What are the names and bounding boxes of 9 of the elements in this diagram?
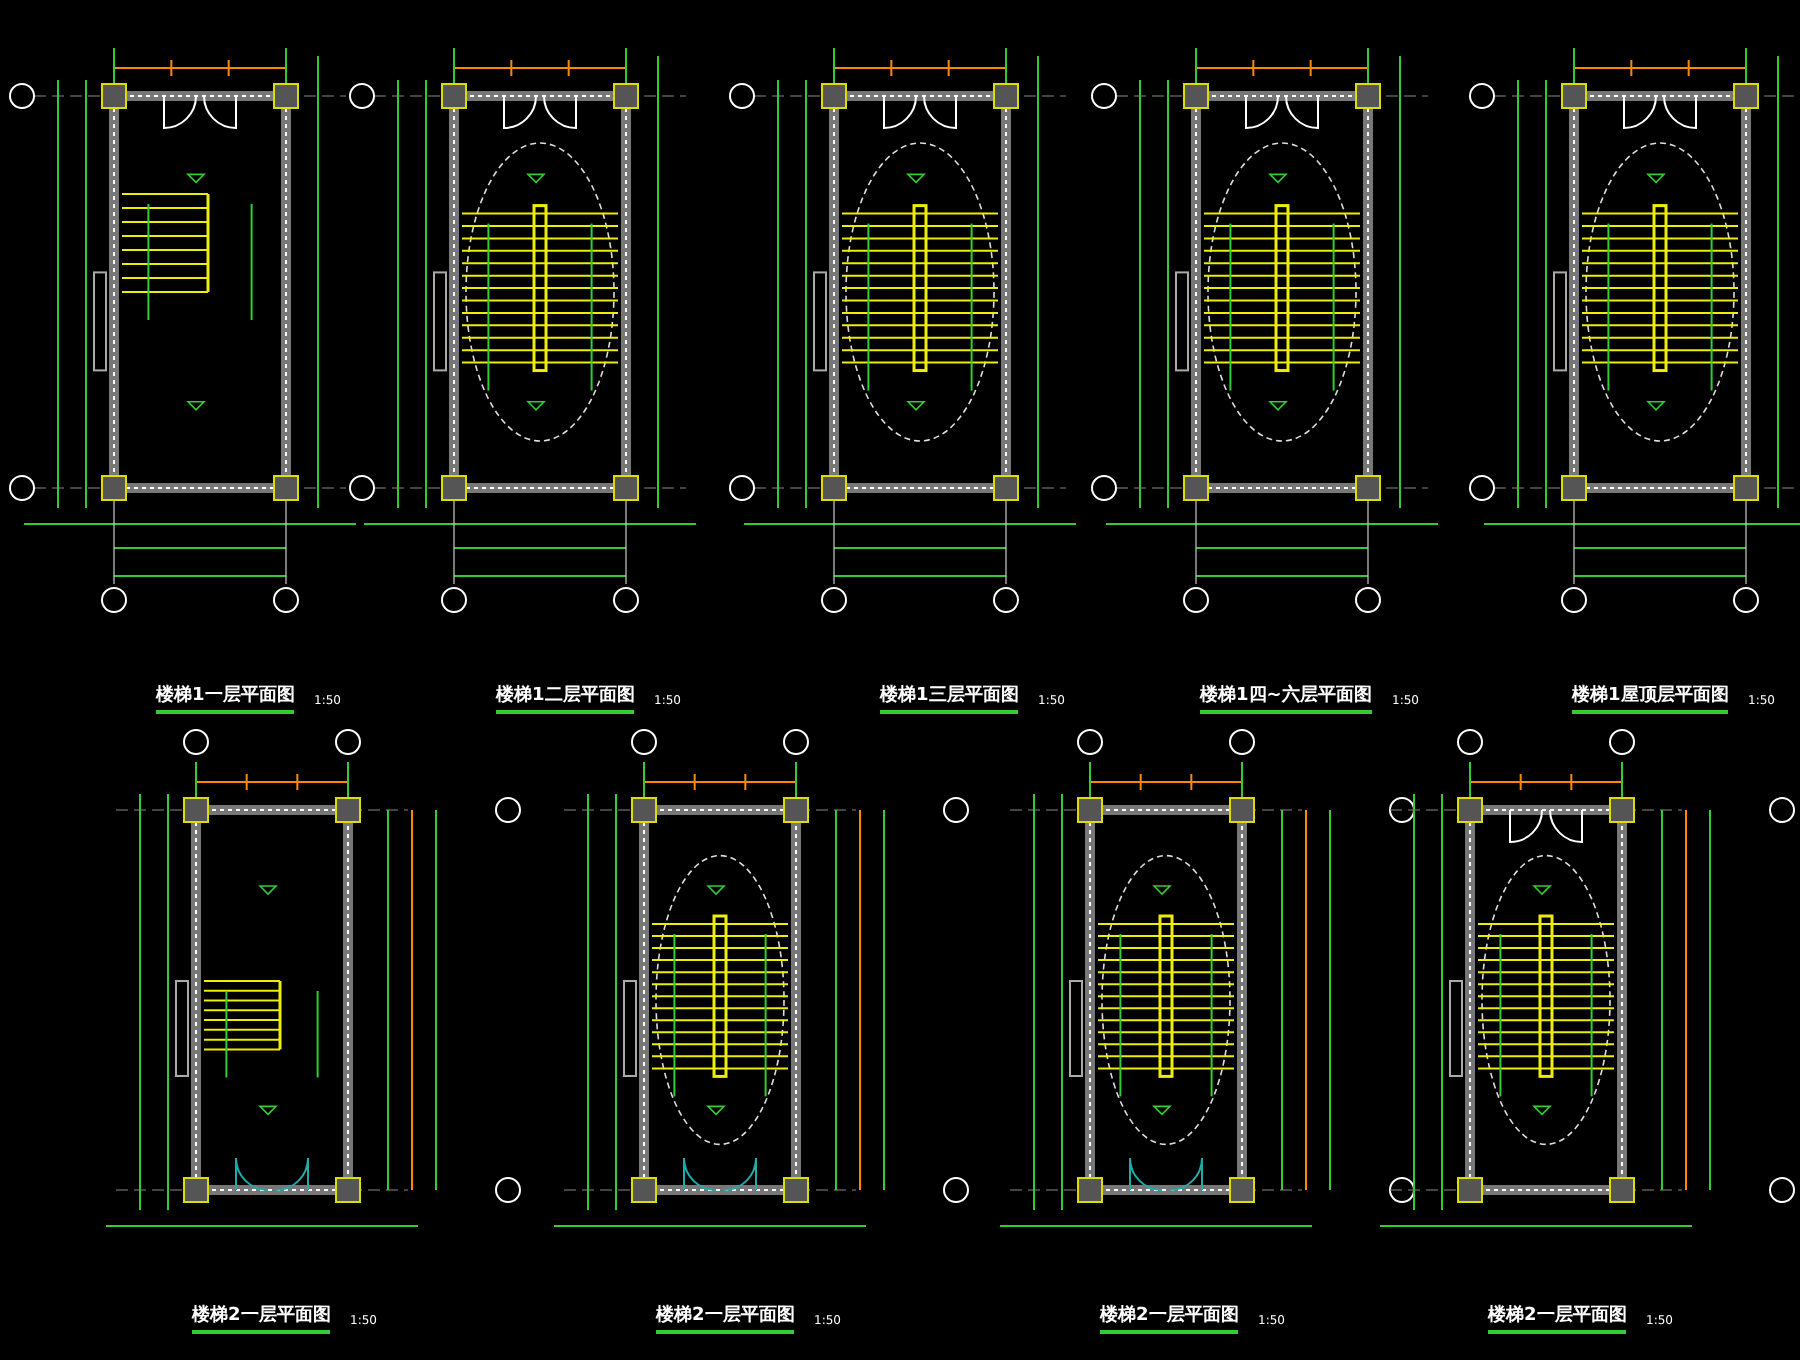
- drawing-title: 楼梯1屋顶层平面图: [1572, 682, 1729, 714]
- drawing-title: 楼梯2一层平面图: [1100, 1302, 1239, 1334]
- drawing-title: 楼梯1二层平面图: [496, 682, 635, 714]
- drawing-title: 楼梯1三层平面图: [880, 682, 1019, 714]
- drawing-title: 楼梯1一层平面图: [156, 682, 295, 714]
- drawing-title: 楼梯2一层平面图: [192, 1302, 331, 1334]
- drawing-title: 楼梯2一层平面图: [1488, 1302, 1627, 1334]
- drawing-title: 楼梯2一层平面图: [656, 1302, 795, 1334]
- drawing-title: 楼梯1四~六层平面图: [1200, 682, 1372, 714]
